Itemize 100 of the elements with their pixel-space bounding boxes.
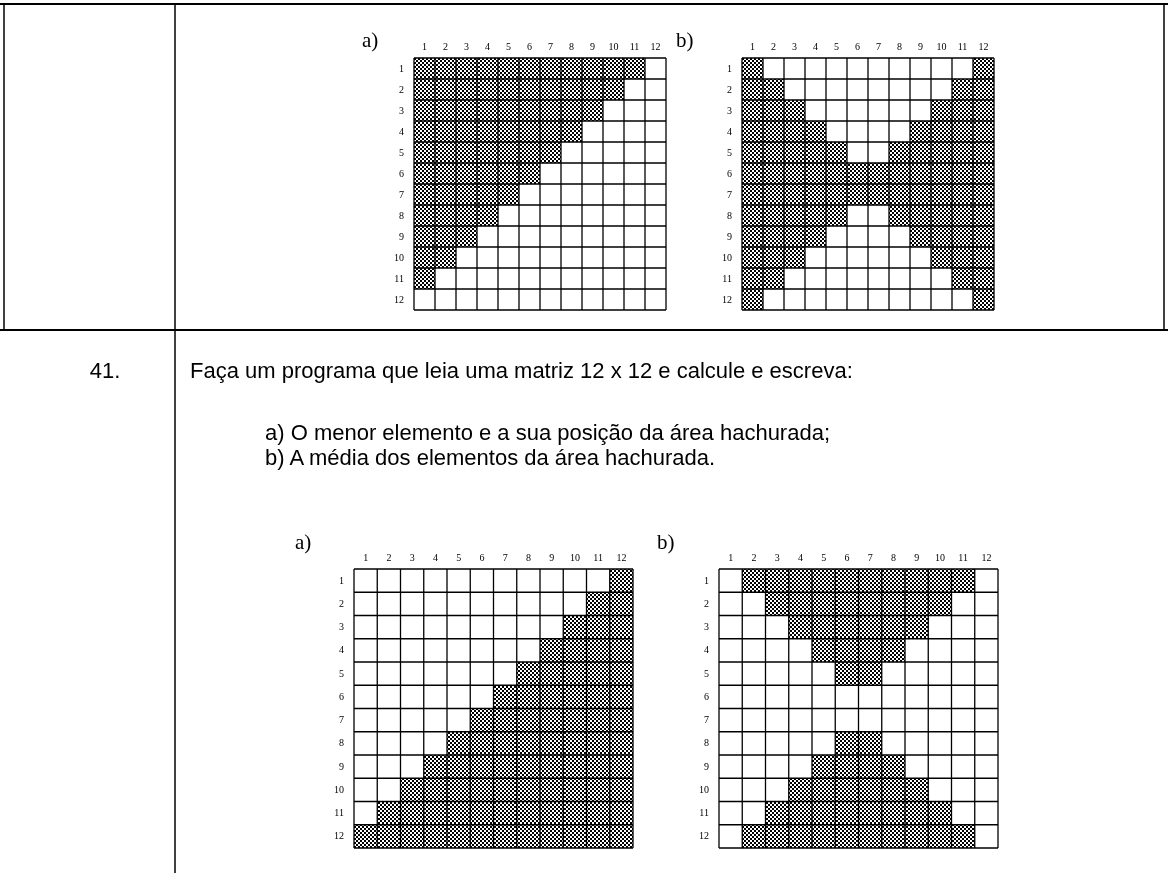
row-number: 9 — [726, 231, 732, 242]
column-number: 6 — [854, 42, 861, 52]
row-number: 7 — [338, 715, 344, 726]
column-number: 4 — [796, 553, 804, 563]
row-number: 9 — [398, 231, 404, 242]
column-number: 9 — [548, 553, 556, 563]
row-number: 4 — [726, 126, 732, 137]
column-number: 5 — [833, 42, 840, 52]
column-number: 11 — [957, 553, 969, 563]
column-number: 11 — [628, 42, 641, 52]
row-number: 11 — [698, 808, 709, 819]
column-number: 6 — [478, 553, 486, 563]
column-number: 12 — [977, 42, 990, 52]
column-number: 9 — [589, 42, 596, 52]
column-number: 1 — [362, 553, 370, 563]
row-number: 3 — [703, 622, 709, 633]
row-number: 1 — [398, 63, 404, 74]
column-number: 10 — [933, 553, 946, 563]
column-number: 3 — [791, 42, 798, 52]
column-number: 4 — [812, 42, 819, 52]
row-number: 12 — [393, 294, 404, 305]
row-number: 11 — [333, 808, 344, 819]
column-number: 5 — [505, 42, 512, 52]
row-number: 4 — [398, 126, 404, 137]
column-number: 3 — [773, 553, 781, 563]
column-number: 2 — [442, 42, 449, 52]
row-number: 1 — [338, 575, 344, 586]
column-number: 3 — [408, 553, 416, 563]
exercise-number: 41. — [88, 358, 122, 384]
row-number: 3 — [398, 105, 404, 116]
column-number: 5 — [455, 553, 463, 563]
row-number: 12 — [333, 831, 344, 842]
column-number: 7 — [875, 42, 882, 52]
row-number: 5 — [726, 147, 732, 158]
column-number: 2 — [750, 553, 758, 563]
grid-label: b) — [657, 532, 675, 553]
column-number: 12 — [615, 553, 628, 563]
grid-label: a) — [362, 30, 379, 51]
row-number: 2 — [338, 598, 344, 609]
question-text: Faça um programa que leia uma matriz 12 x 12 e calcule e escreva: — [190, 358, 853, 384]
row-number: 10 — [333, 784, 344, 795]
row-number: 4 — [338, 645, 344, 656]
column-number: 7 — [547, 42, 554, 52]
row-number: 4 — [703, 645, 709, 656]
row-number: 2 — [703, 598, 709, 609]
column-number: 6 — [843, 553, 851, 563]
column-number: 5 — [820, 553, 828, 563]
item-text: b) A média dos elementos da área hachurada. — [265, 445, 716, 471]
column-number: 6 — [526, 42, 533, 52]
column-number: 2 — [385, 553, 393, 563]
row-number: 12 — [698, 831, 709, 842]
column-number: 12 — [649, 42, 662, 52]
row-number: 1 — [703, 575, 709, 586]
row-number: 9 — [338, 761, 344, 772]
row-number: 12 — [721, 294, 732, 305]
row-number: 6 — [338, 691, 344, 702]
column-number: 8 — [889, 553, 897, 563]
column-number: 1 — [749, 42, 756, 52]
row-number: 8 — [398, 210, 404, 221]
row-number: 11 — [393, 273, 404, 284]
grid-label: b) — [676, 30, 694, 51]
row-number: 5 — [338, 668, 344, 679]
row-number: 2 — [726, 84, 732, 95]
row-number: 6 — [726, 168, 732, 179]
row-number: 6 — [703, 691, 709, 702]
column-number: 10 — [568, 553, 581, 563]
row-number: 10 — [721, 252, 732, 263]
column-number: 1 — [727, 553, 735, 563]
column-number: 7 — [501, 553, 509, 563]
row-number: 1 — [726, 63, 732, 74]
grid-label: a) — [295, 532, 312, 553]
column-number: 3 — [463, 42, 470, 52]
row-number: 11 — [721, 273, 732, 284]
column-number: 8 — [896, 42, 903, 52]
column-number: 1 — [421, 42, 428, 52]
row-number: 8 — [726, 210, 732, 221]
column-number: 7 — [866, 553, 874, 563]
row-number: 3 — [338, 622, 344, 633]
row-number: 6 — [398, 168, 404, 179]
column-number: 8 — [524, 553, 532, 563]
column-number: 10 — [935, 42, 948, 52]
row-number: 5 — [703, 668, 709, 679]
column-number: 12 — [980, 553, 993, 563]
row-number: 7 — [726, 189, 732, 200]
column-number: 8 — [568, 42, 575, 52]
row-number: 5 — [398, 147, 404, 158]
row-number: 8 — [338, 738, 344, 749]
row-number: 7 — [398, 189, 404, 200]
column-number: 11 — [956, 42, 969, 52]
item-text: a) O menor elemento e a sua posição da área hachurada; — [265, 420, 831, 446]
column-number: 9 — [913, 553, 921, 563]
row-number: 8 — [703, 738, 709, 749]
column-number: 10 — [607, 42, 620, 52]
column-number: 2 — [770, 42, 777, 52]
column-number: 4 — [431, 553, 439, 563]
row-number: 7 — [703, 715, 709, 726]
row-number: 9 — [703, 761, 709, 772]
row-number: 2 — [398, 84, 404, 95]
row-number: 10 — [698, 784, 709, 795]
column-number: 9 — [917, 42, 924, 52]
